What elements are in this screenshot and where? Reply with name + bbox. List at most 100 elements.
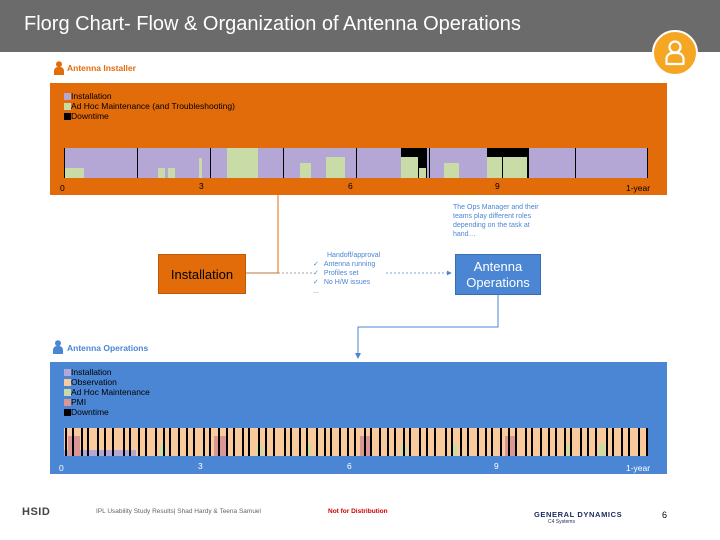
legend-item: Downtime	[64, 111, 235, 121]
maintenance-segment	[168, 168, 175, 178]
tick-mark	[64, 148, 65, 178]
tick-label: 3	[199, 181, 204, 191]
operations-node: Antenna Operations	[455, 254, 541, 295]
downtime-segment	[104, 428, 106, 456]
operations-person-icon	[53, 340, 63, 354]
downtime-segment	[248, 428, 250, 456]
handoff-item: ✓No H/W issues	[313, 279, 371, 286]
downtime-segment	[460, 428, 462, 456]
downtime-segment	[587, 428, 589, 456]
downtime-segment	[531, 428, 533, 456]
downtime-segment	[540, 428, 542, 456]
legend-swatch	[64, 409, 71, 417]
tick-mark	[210, 148, 211, 178]
check-icon: ✓	[313, 279, 319, 286]
downtime-segment	[621, 428, 623, 456]
downtime-segment	[138, 428, 140, 456]
legend-swatch	[64, 113, 71, 121]
installer-person-icon	[54, 61, 64, 75]
downtime-segment	[628, 428, 630, 456]
maintenance-segment	[227, 148, 258, 178]
downtime-segment	[379, 428, 381, 456]
tick-label: 9	[494, 461, 499, 471]
legend-item: Installation	[64, 91, 235, 101]
maintenance-segment	[326, 157, 345, 178]
downtime-segment	[394, 428, 396, 456]
legend-item: Ad Hoc Maintenance	[64, 387, 150, 397]
maintenance-segment	[419, 168, 426, 178]
downtime-segment	[445, 428, 447, 456]
downtime-segment	[178, 428, 180, 456]
operations-node-label: Antenna Operations	[466, 258, 530, 290]
downtime-segment	[477, 428, 479, 456]
legend-label: Installation	[71, 91, 112, 101]
legend-label: Ad Hoc Maintenance	[71, 387, 150, 397]
downtime-segment	[258, 428, 260, 456]
tick-label: 0	[59, 463, 64, 473]
downtime-segment	[387, 428, 389, 456]
downtime-segment	[555, 428, 557, 456]
operations-legend: Installation Observation Ad Hoc Maintena…	[64, 367, 150, 417]
downtime-segment	[265, 428, 267, 456]
company-division: C4 Systems	[548, 519, 575, 525]
downtime-segment	[434, 428, 436, 456]
downtime-segment	[354, 428, 356, 456]
tick-mark	[137, 148, 138, 178]
downtime-segment	[97, 428, 99, 456]
maintenance-segment	[452, 444, 457, 456]
downtime-segment	[72, 428, 74, 456]
installer-legend: Installation Ad Hoc Maintenance (and Tro…	[64, 91, 235, 121]
maintenance-segment	[65, 168, 84, 178]
downtime-segment	[316, 428, 318, 456]
installer-timeline	[64, 148, 648, 178]
legend-swatch	[64, 379, 71, 387]
installer-connector	[246, 195, 279, 274]
tick-label: 6	[348, 181, 353, 191]
downtime-segment	[186, 428, 188, 456]
downtime-segment	[347, 428, 349, 456]
maintenance-segment	[564, 444, 569, 456]
downtime-segment	[65, 428, 67, 456]
downtime-segment	[508, 428, 510, 456]
tick-label: 9	[495, 181, 500, 191]
legend-item: Observation	[64, 377, 150, 387]
company-logo: GENERAL DYNAMICS	[534, 510, 623, 519]
downtime-segment	[426, 428, 428, 456]
legend-label: Downtime	[71, 111, 109, 121]
legend-label: Downtime	[71, 407, 109, 417]
maintenance-segment	[444, 163, 459, 178]
downtime-segment	[564, 428, 566, 456]
downtime-segment	[525, 428, 527, 456]
check-icon: ✓	[313, 270, 319, 277]
operations-connector	[355, 295, 499, 359]
downtime-segment	[638, 428, 640, 456]
downtime-segment	[145, 428, 147, 456]
downtime-segment	[491, 428, 493, 456]
legend-swatch	[64, 389, 71, 397]
ops-manager-note: The Ops Manager and their teams play dif…	[453, 204, 539, 238]
downtime-segment	[226, 428, 228, 456]
maintenance-segment	[199, 158, 202, 178]
downtime-segment	[467, 428, 469, 456]
tick-mark	[502, 148, 503, 178]
installation-segment	[64, 450, 136, 456]
downtime-segment	[123, 428, 125, 456]
downtime-segment	[112, 428, 114, 456]
page-title: Florg Chart- Flow & Organization of Ante…	[24, 13, 521, 35]
legend-label: PMI	[71, 397, 87, 407]
legend-item: PMI	[64, 397, 150, 407]
downtime-segment	[169, 428, 171, 456]
downtime-segment	[364, 428, 366, 456]
downtime-segment	[233, 428, 235, 456]
downtime-segment	[306, 428, 308, 456]
downtime-segment	[595, 428, 597, 456]
person-icon	[665, 40, 685, 66]
maintenance-segment	[599, 444, 605, 456]
pmi-segment	[68, 436, 80, 456]
handoff-more: ...	[313, 288, 319, 295]
downtime-segment	[284, 428, 286, 456]
pmi-segment	[214, 436, 226, 456]
downtime-segment	[299, 428, 301, 456]
downtime-segment	[203, 428, 205, 456]
legend-label: Observation	[71, 377, 117, 387]
